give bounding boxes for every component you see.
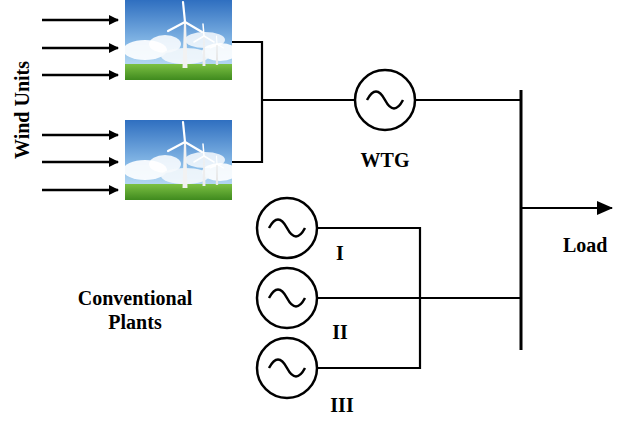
generator-circle: I xyxy=(254,195,320,261)
generator-symbol xyxy=(254,335,320,401)
generator-circle: II xyxy=(254,265,320,331)
generator-symbol xyxy=(254,195,320,261)
generator-circle: WTG xyxy=(352,67,418,133)
generator-symbol xyxy=(352,67,418,133)
group-label: Wind Units xyxy=(10,61,34,159)
generator-label: II xyxy=(332,320,348,344)
generator-label: III xyxy=(330,393,353,417)
generator-symbol xyxy=(254,265,320,331)
group-label: Conventional Plants xyxy=(60,286,210,334)
load-label: Load xyxy=(563,233,607,257)
generator-circle: III xyxy=(254,335,320,401)
generator-label: WTG xyxy=(361,148,410,172)
generator-label: I xyxy=(336,241,344,265)
